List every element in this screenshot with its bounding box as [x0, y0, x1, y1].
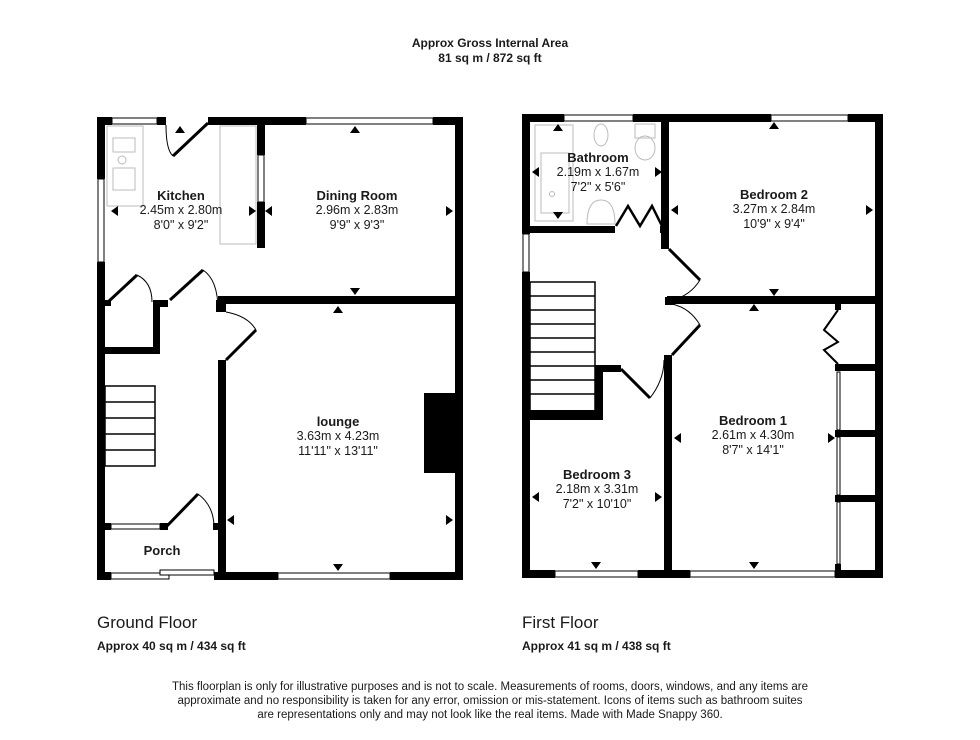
first-floor-plan: [522, 114, 883, 578]
room-porch: Porch: [144, 543, 181, 558]
floor-title: First Floor: [522, 613, 599, 632]
room-name: Bedroom 1: [719, 413, 787, 428]
disclaimer-line: approximate and no responsibility is tak…: [177, 695, 803, 707]
ground-windows: [97, 117, 434, 580]
ground-dimension-arrows: [111, 126, 453, 571]
room-name: Porch: [143, 543, 181, 558]
plan-header: Approx Gross Internal Area 81 sq m / 872…: [0, 36, 980, 66]
gross-area-title: Approx Gross Internal Area: [411, 36, 569, 50]
disclaimer-line: This floorplan is only for illustrative …: [172, 681, 808, 693]
kitchen-units: [106, 125, 257, 245]
ground-floor-caption: Ground Floor Approx 40 sq m / 434 sq ft: [97, 613, 246, 653]
first-stairs: [529, 281, 596, 413]
ground-stairs: [104, 385, 156, 467]
room-lounge: lounge 3.63m x 4.23m 11'11" x 13'11": [297, 414, 380, 459]
room-imperial: 7'2" x 10'10": [562, 497, 632, 511]
first-walls: [522, 114, 883, 578]
room-name: Kitchen: [157, 188, 205, 203]
room-imperial: 8'0" x 9'2": [153, 218, 209, 232]
room-bedroom-3: Bedroom 3 2.18m x 3.31m 7'2" x 10'10": [556, 467, 639, 512]
room-imperial: 7'2" x 5'6": [570, 180, 626, 194]
disclaimer-line: are representations only and may not loo…: [257, 709, 723, 721]
ground-floor-plan: [97, 117, 463, 580]
floor-title: Ground Floor: [97, 613, 198, 632]
room-dining-room: Dining Room 2.96m x 2.83m 9'9" x 9'3": [316, 188, 399, 233]
room-imperial: 8'7" x 14'1": [722, 443, 784, 457]
gross-area-value: 81 sq m / 872 sq ft: [438, 51, 542, 65]
room-metric: 2.18m x 3.31m: [555, 482, 639, 496]
first-windows: [522, 114, 849, 578]
disclaimer: This floorplan is only for illustrative …: [120, 680, 860, 722]
room-metric: 3.63m x 4.23m: [296, 429, 380, 443]
room-kitchen: Kitchen 2.45m x 2.80m 8'0" x 9'2": [140, 188, 223, 233]
room-name: Dining Room: [316, 188, 398, 203]
room-imperial: 9'9" x 9'3": [329, 218, 385, 232]
room-name: Bedroom 3: [563, 467, 631, 482]
room-name: Bathroom: [567, 150, 629, 165]
room-metric: 2.45m x 2.80m: [139, 203, 223, 217]
room-imperial: 10'9" x 9'4": [743, 217, 805, 231]
ground-walls: [97, 117, 463, 580]
room-name: lounge: [316, 414, 360, 429]
room-name: Bedroom 2: [740, 187, 808, 202]
room-bedroom-2: Bedroom 2 3.27m x 2.84m 10'9" x 9'4": [733, 187, 816, 232]
room-bathroom: Bathroom 2.19m x 1.67m 7'2" x 5'6": [557, 150, 640, 195]
floor-area: Approx 41 sq m / 438 sq ft: [522, 639, 671, 653]
first-doors: [614, 203, 840, 400]
room-metric: 3.27m x 2.84m: [732, 202, 816, 216]
room-bedroom-1: Bedroom 1 2.61m x 4.30m 8'7" x 14'1": [712, 413, 795, 458]
room-metric: 2.61m x 4.30m: [711, 428, 795, 442]
room-metric: 2.19m x 1.67m: [556, 165, 640, 179]
floor-area: Approx 40 sq m / 434 sq ft: [97, 639, 246, 653]
first-dimension-arrows: [532, 122, 873, 569]
ground-doors: [106, 121, 258, 529]
room-imperial: 11'11" x 13'11": [298, 444, 378, 458]
room-metric: 2.96m x 2.83m: [315, 203, 399, 217]
first-floor-caption: First Floor Approx 41 sq m / 438 sq ft: [522, 613, 671, 653]
